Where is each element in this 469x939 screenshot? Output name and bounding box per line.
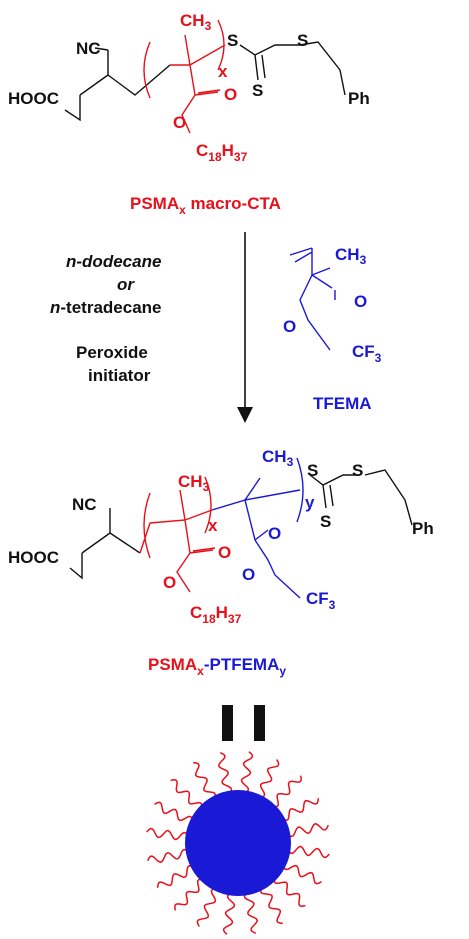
diblock-red-ester-o: O (163, 573, 176, 592)
macro-cta-repeat-x: x (218, 62, 228, 81)
macro-cta-sulfur-1: S (227, 31, 238, 50)
micelle-arm (170, 779, 203, 810)
tfema-caption: TFEMA (313, 394, 372, 413)
tfema-methyl-label: CH3 (335, 245, 367, 267)
reaction-conditions: n-dodecane or n-tetradecane Peroxide ini… (50, 252, 162, 385)
diblock-red-bonds (139, 476, 216, 593)
initiator-line-2: initiator (88, 366, 151, 385)
equivalence-bar-right (254, 705, 265, 741)
macro-cta-trithiocarbonate-bonds (239, 41, 346, 96)
diblock-phenyl: Ph (412, 519, 434, 538)
micelle-arm (271, 775, 302, 808)
micelle-corona (146, 751, 330, 935)
macro-cta-hooc-label: HOOC (8, 89, 59, 108)
diblock-blue-bonds (211, 457, 304, 599)
macro-cta-red-bonds (143, 19, 226, 134)
macro-cta-structure: NC HOOC CH3 x S S S O O C18H37 Ph (8, 11, 370, 164)
micelle-arm (273, 876, 306, 907)
diblock-cf3-label: CF3 (306, 589, 336, 612)
micelle-arm (282, 863, 322, 885)
diblock-sulfur-2: S (352, 461, 363, 480)
micelle-core (185, 790, 291, 896)
micelle-arm (217, 752, 233, 795)
diblock-blue-ester-o: O (242, 565, 255, 584)
diblock-alkyl-chain: C18H37 (190, 603, 242, 626)
diblock-blue-carbonyl-o: O (268, 524, 281, 543)
diblock-repeat-y: y (305, 493, 315, 512)
micelle-arm (156, 864, 195, 888)
micelle-arm (193, 761, 217, 800)
diblock-blue-methyl: CH3 (262, 447, 294, 469)
diblock-thione-sulfur: S (320, 512, 331, 531)
micelle-arm (146, 827, 190, 841)
diblock-nc-label: NC (72, 495, 97, 514)
diblock-red-methyl: CH3 (178, 472, 210, 494)
micelle-arm (259, 886, 283, 925)
diblock-hooc-label: HOOC (8, 548, 59, 567)
micelle-arm (286, 845, 330, 859)
macro-cta-caption: PSMAx macro-CTA (130, 194, 281, 217)
macro-cta-backbone-bonds (64, 47, 171, 122)
micelle-arm (174, 878, 205, 911)
tfema-cf3-label: CF3 (352, 342, 382, 365)
solvent-line-1: n-dodecane (66, 252, 161, 271)
solvent-line-2: or (117, 275, 135, 294)
micelle-arm (222, 891, 236, 935)
macro-cta-thione-sulfur: S (252, 81, 263, 100)
micelle-arm (258, 759, 280, 799)
diblock-sulfur-1: S (307, 461, 318, 480)
micelle-arm (281, 798, 320, 822)
diblock-red-carbonyl-o: O (218, 543, 231, 562)
micelle-arm (196, 887, 218, 927)
diblock-structure: NC HOOC CH3 x CH3 y S S S O O C18H37 O O… (8, 447, 434, 626)
micelle-arm (147, 848, 190, 864)
micelle-arm (154, 801, 194, 823)
macro-cta-alkyl-chain: C18H37 (196, 141, 248, 164)
micelle-arm (240, 751, 254, 795)
diblock-repeat-x: x (208, 516, 218, 535)
macro-cta-nc-label: NC (76, 39, 101, 58)
initiator-line-1: Peroxide (76, 343, 148, 362)
diblock-trithiocarbonate-bonds (309, 469, 413, 526)
macro-cta-ester-o: O (173, 113, 186, 132)
tfema-carbonyl-o: O (354, 292, 367, 311)
micelle-arm (286, 822, 329, 838)
micelle-arm (243, 891, 259, 934)
equivalence-bar-left (222, 705, 233, 741)
macro-cta-phenyl: Ph (348, 89, 370, 108)
tfema-ester-o: O (283, 317, 296, 336)
macro-cta-sulfur-2: S (297, 31, 308, 50)
solvent-line-3: n-tetradecane (50, 298, 162, 317)
macro-cta-methyl-label: CH3 (180, 11, 212, 33)
micelle-cartoon (146, 751, 330, 935)
macro-cta-carbonyl-o: O (224, 85, 237, 104)
tfema-structure: CH3 O O CF3 TFEMA (283, 245, 382, 413)
diblock-caption: PSMAx-PTFEMAy (148, 655, 286, 678)
diblock-backbone-bonds (69, 508, 141, 580)
tfema-bonds (289, 247, 336, 351)
